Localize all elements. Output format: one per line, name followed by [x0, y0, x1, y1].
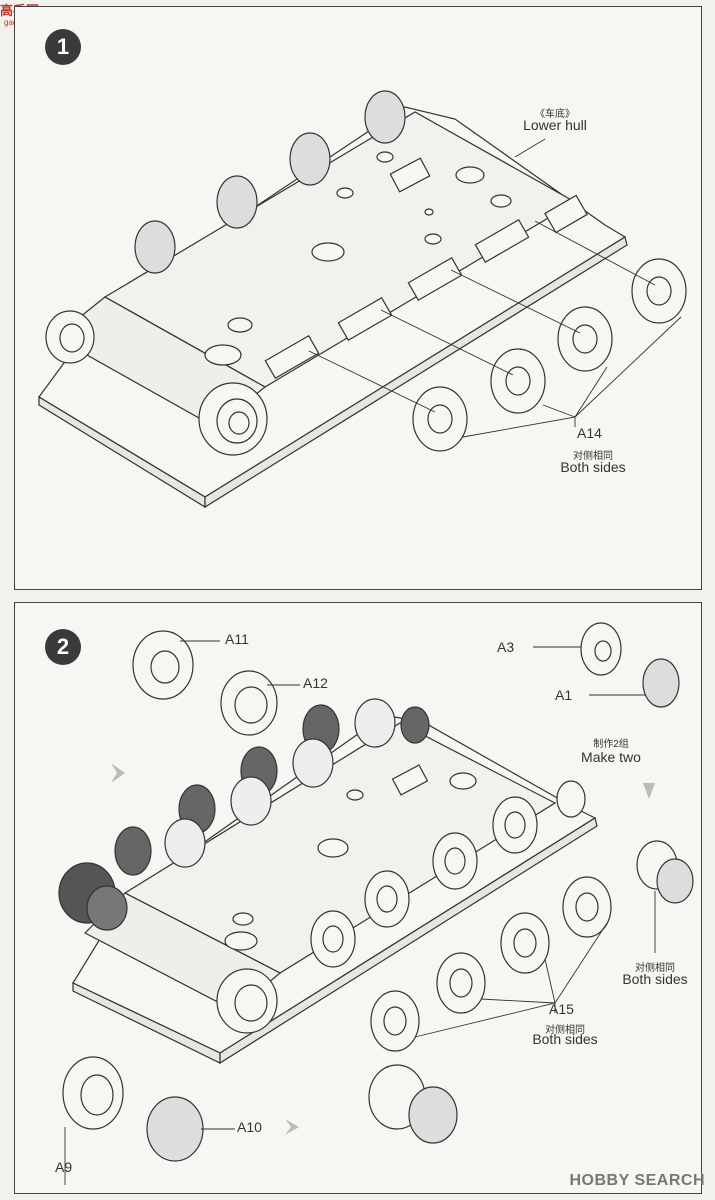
part-a1-label: A1 [555, 687, 573, 703]
lower-hull-label-en: Lower hull [523, 117, 587, 133]
step-2-badge: 2 [45, 629, 81, 665]
part-a10-label: A10 [237, 1119, 262, 1135]
a15-both-sides-en: Both sides [532, 1031, 598, 1047]
right-both-sides-en: Both sides [622, 971, 688, 987]
step-1-panel: 1 [14, 6, 702, 590]
step-1-badge: 1 [45, 29, 81, 65]
step-2-running-gear-drawing [58, 622, 694, 1185]
part-a15-label: A15 [549, 1001, 574, 1017]
a14-both-sides-cn: 对侧相同 [573, 451, 613, 462]
step-1-lower-hull-drawing [38, 90, 687, 509]
hobby-search-watermark: HOBBY SEARCH [569, 1172, 705, 1189]
right-both-sides-cn: 对侧相同 [635, 963, 675, 974]
part-a12-label: A12 [303, 675, 328, 691]
make-two-cn: 制作2组 [593, 739, 629, 750]
a14-both-sides-en: Both sides [560, 459, 626, 475]
lower-hull-label-cn: 《车底》 [535, 109, 575, 120]
part-a11-label: A11 [225, 631, 249, 647]
part-a9-label: A9 [55, 1159, 73, 1175]
part-a3-label: A3 [497, 639, 515, 655]
a15-both-sides-cn: 对侧相同 [545, 1025, 585, 1036]
make-two-en: Make two [581, 749, 641, 765]
part-a14-label: A14 [577, 425, 602, 441]
step-2-panel: 2 [14, 602, 702, 1194]
